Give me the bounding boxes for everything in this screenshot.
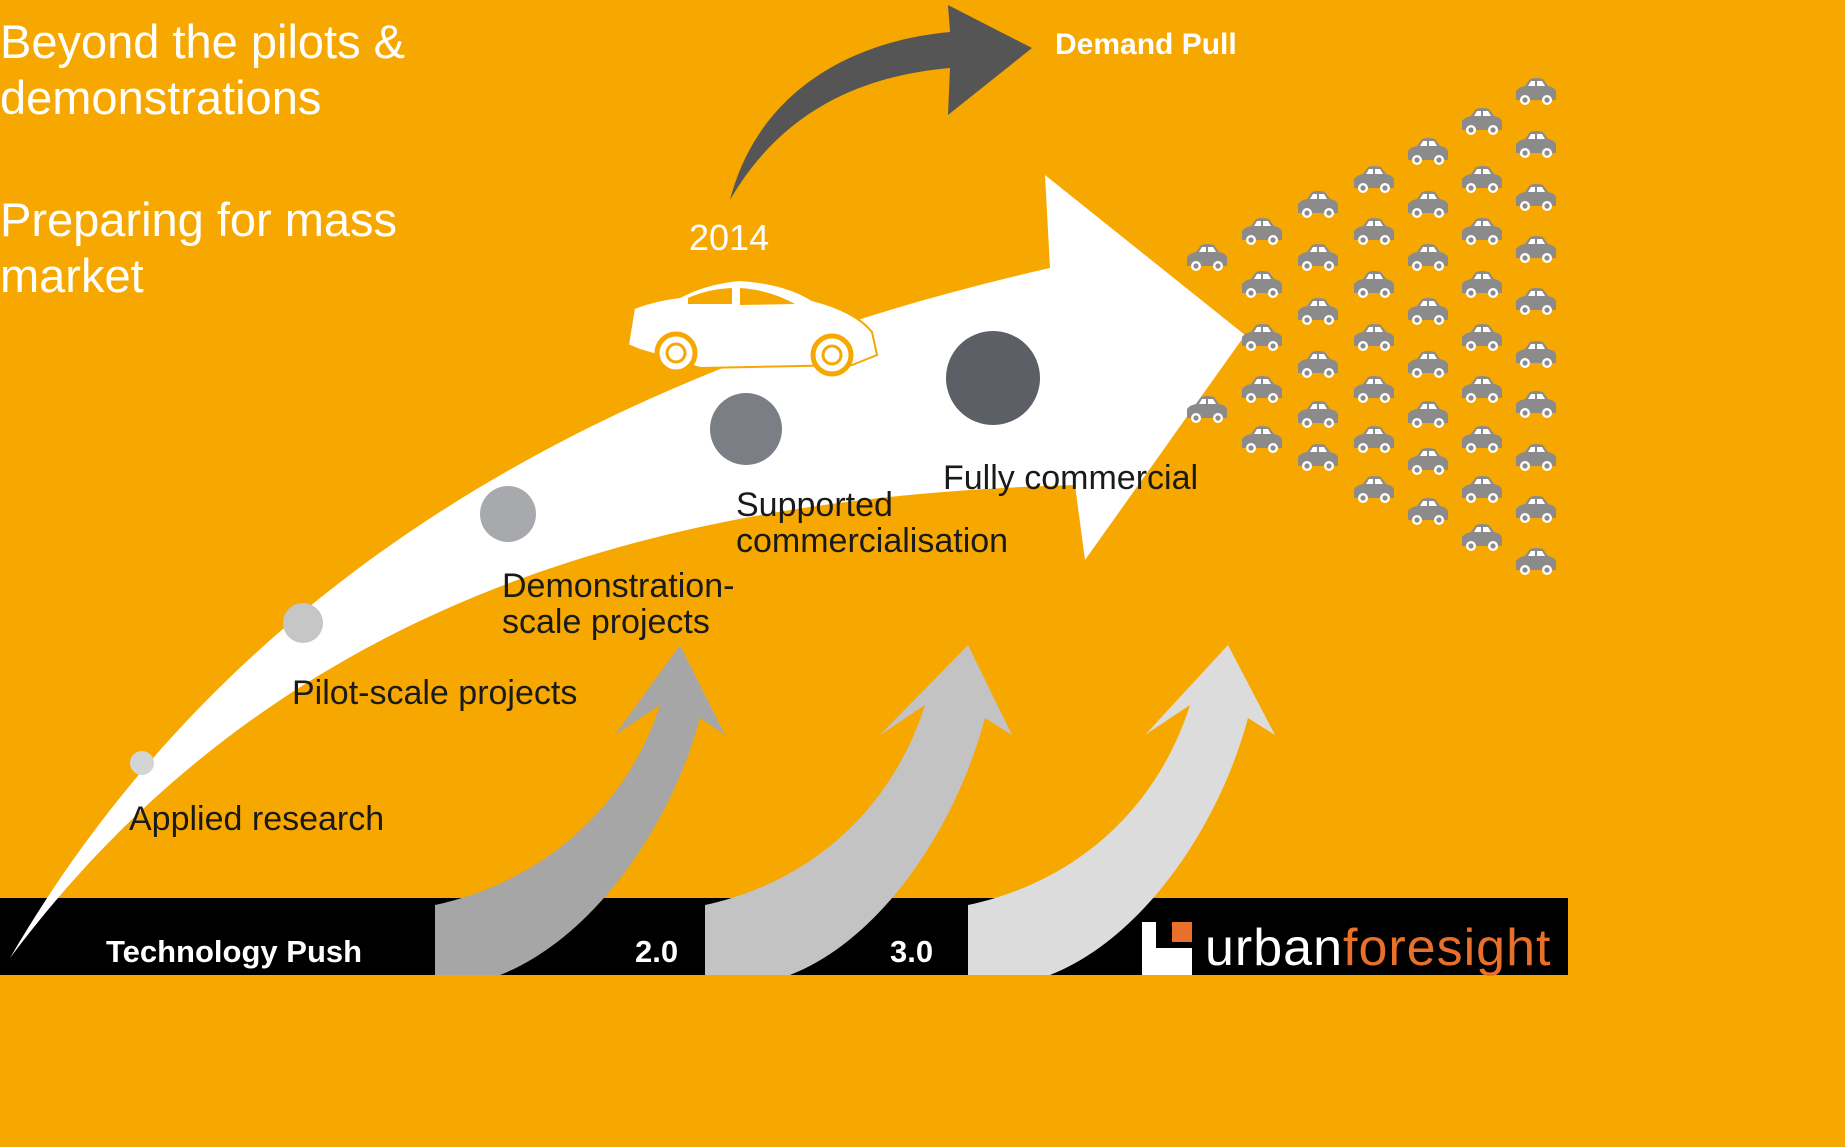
stage-label-applied-research: Applied research [129, 800, 385, 838]
car-icon [626, 278, 879, 377]
urban-foresight-logo-icon [1142, 922, 1192, 975]
headline-beyond-pilots: Beyond the pilots & demonstrations [0, 15, 405, 124]
urban-foresight-logo: urbanforesight [1205, 922, 1551, 974]
year-label: 2014 [689, 217, 770, 258]
version-2-label: 2.0 [635, 934, 679, 969]
stage-label-fully-commercial: Fully commercial [943, 459, 1199, 497]
technology-push-arrow-3 [968, 645, 1275, 975]
demand-pull-arrow [730, 5, 1032, 200]
stage-label-pilot-scale: Pilot-scale projects [292, 674, 578, 712]
demand-pull-label: Demand Pull [1055, 28, 1237, 61]
version-3-label: 3.0 [890, 934, 934, 969]
stage-dot-pilot-scale [283, 603, 323, 643]
main-progress-arrow [10, 175, 1245, 958]
headline-mass-market: Preparing for mass market [0, 193, 398, 302]
stage-label-demonstration-scale: Demonstration- scale projects [502, 567, 735, 641]
stage-label-supported-commercialisation: Supported commercialisation [736, 486, 1009, 560]
stage-dot-supported-commercialisation [710, 393, 782, 465]
technology-push-arrow-2 [705, 645, 1012, 975]
stage-dot-applied-research [130, 751, 154, 775]
stage-dot-demonstration-scale [480, 486, 536, 542]
technology-push-label: Technology Push [106, 934, 363, 969]
stage-dot-fully-commercial [946, 331, 1040, 425]
logo-text-foresight: foresight [1343, 919, 1552, 977]
logo-text-urban: urban [1205, 919, 1343, 977]
technology-push-arrow-1 [435, 645, 725, 975]
